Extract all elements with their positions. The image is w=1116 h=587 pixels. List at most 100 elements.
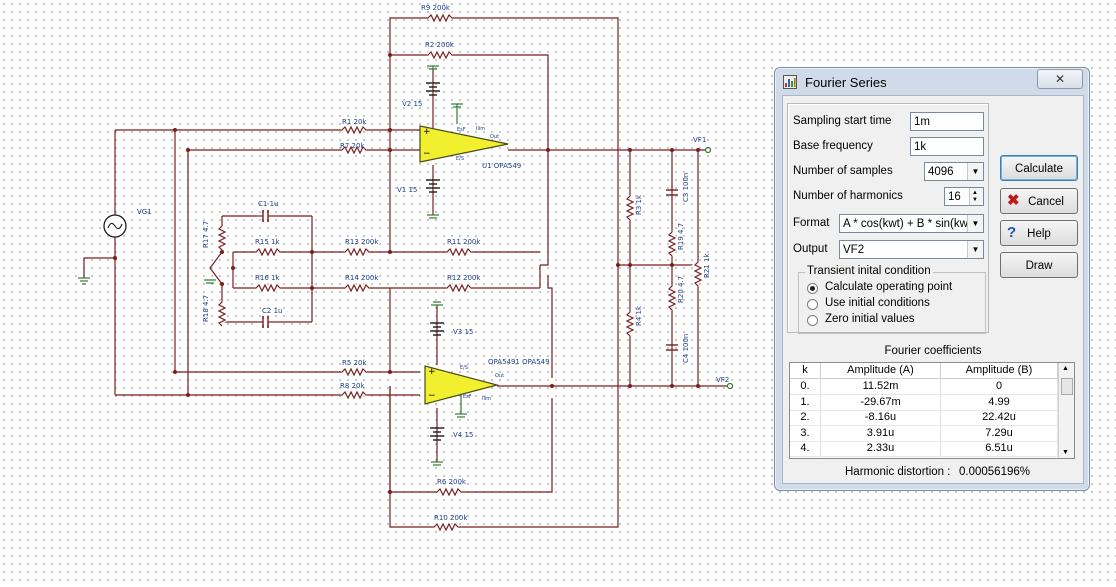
resistor[interactable] xyxy=(625,311,635,337)
cell-amplitude-a: 2.33u xyxy=(821,441,941,458)
label-r14: R14 200k xyxy=(345,274,379,282)
resistor[interactable] xyxy=(341,145,367,155)
resistor[interactable] xyxy=(433,522,459,532)
help-question-icon: ? xyxy=(1007,224,1017,241)
resistor[interactable] xyxy=(446,283,472,293)
radio-label-use-initial-conditions[interactable]: Use initial conditions xyxy=(825,297,930,309)
cell-amplitude-a: 3.91u xyxy=(821,425,941,442)
sampling-start-input[interactable]: 1m xyxy=(910,112,984,131)
format-label: Format xyxy=(793,217,830,229)
scroll-down-icon[interactable]: ▼ xyxy=(1062,449,1069,456)
output-value: VF2 xyxy=(843,244,865,256)
draw-button[interactable]: Draw xyxy=(1000,252,1078,278)
resistor[interactable] xyxy=(625,195,635,221)
label-r20: R20 4.7 xyxy=(677,276,685,303)
opamp-u2[interactable]: + − xyxy=(424,365,500,405)
label-v1: V1 15 xyxy=(397,186,417,194)
column-header-amplitude-a[interactable]: Amplitude (A) xyxy=(821,363,941,379)
label-r15: R15 1k xyxy=(255,238,280,246)
radio-zero-initial-values[interactable] xyxy=(807,315,818,326)
resistor[interactable] xyxy=(255,247,281,257)
number-of-harmonics-spinner[interactable]: 16 ▲ ▼ xyxy=(944,187,984,206)
close-button[interactable]: ✕ xyxy=(1037,69,1083,89)
fourier-app-icon xyxy=(783,75,797,89)
label-v4: V4 15 xyxy=(453,431,473,439)
base-frequency-input[interactable]: 1k xyxy=(910,137,984,156)
resistor[interactable] xyxy=(667,231,677,257)
radio-use-initial-conditions[interactable] xyxy=(807,299,818,310)
resistor[interactable] xyxy=(341,367,367,377)
help-button[interactable]: ? Help xyxy=(1000,220,1078,246)
label-r5: R5 20k xyxy=(342,359,367,367)
cell-amplitude-b: 7.29u xyxy=(941,425,1058,442)
resistor[interactable] xyxy=(341,390,367,400)
dialog-titlebar[interactable]: Fourier Series ✕ xyxy=(775,68,1089,94)
resistor[interactable] xyxy=(436,487,462,497)
output-select[interactable]: VF2 ▼ xyxy=(839,240,984,259)
radio-label-zero-initial-values[interactable]: Zero initial values xyxy=(825,313,915,325)
label-r9: R9 200k xyxy=(421,4,451,12)
resistor[interactable] xyxy=(693,261,703,287)
label-r3: R3 1k xyxy=(635,194,643,215)
label-vg1: VG1 xyxy=(137,208,152,216)
number-of-samples-select[interactable]: 4096 ▼ xyxy=(924,162,984,181)
label-r17: R17 4.7 xyxy=(202,221,210,248)
resistor[interactable] xyxy=(344,247,370,257)
cell-k: 2. xyxy=(790,410,821,427)
label-r1: R1 20k xyxy=(342,118,367,126)
scrollbar-thumb[interactable] xyxy=(1061,378,1073,395)
svg-text:−: − xyxy=(423,149,431,159)
spin-up-icon[interactable]: ▲ xyxy=(972,190,978,196)
number-of-samples-label: Number of samples xyxy=(793,165,893,177)
label-c4: C4 100n xyxy=(682,334,690,363)
resistor[interactable] xyxy=(217,301,227,327)
format-value: A * cos(kwt) + B * sin(kwt) xyxy=(843,218,975,230)
resistor[interactable] xyxy=(446,247,472,257)
resistor[interactable] xyxy=(255,283,281,293)
table-scrollbar[interactable]: ▲ ▼ xyxy=(1058,363,1074,458)
radio-calculate-operating-point[interactable] xyxy=(807,283,818,294)
schematic-canvas[interactable]: + − + − R9 200k R2 200k V2 15 R1 20k R7 … xyxy=(0,0,770,587)
label-r16: R16 1k xyxy=(255,274,280,282)
label-r19: R19 4.7 xyxy=(677,223,685,250)
chevron-down-icon: ▼ xyxy=(967,241,983,258)
spinner-arrows[interactable]: ▲ ▼ xyxy=(969,188,983,205)
label-u2: OPA5491 OPA549 xyxy=(488,358,550,366)
column-header-amplitude-b[interactable]: Amplitude (B) xyxy=(941,363,1058,379)
resistor[interactable] xyxy=(217,225,227,251)
label-r10: R10 200k xyxy=(434,514,468,522)
resistor[interactable] xyxy=(667,285,677,311)
calculate-button[interactable]: Calculate xyxy=(1000,155,1078,181)
cell-amplitude-b: 6.51u xyxy=(941,441,1058,458)
spin-down-icon[interactable]: ▼ xyxy=(972,197,978,203)
label-r4: R4 1k xyxy=(635,305,643,326)
pin-out-u1: Out xyxy=(490,134,499,140)
cancel-button[interactable]: ✖ Cancel xyxy=(1000,188,1078,214)
radio-label-calculate-operating-point[interactable]: Calculate operating point xyxy=(825,281,953,293)
pin-out-u2: Out xyxy=(495,373,504,379)
label-r6: R6 200k xyxy=(437,478,467,486)
opamp-u1[interactable]: + − xyxy=(419,125,509,163)
label-v3: V3 15 xyxy=(453,328,473,336)
cell-amplitude-b: 22.42u xyxy=(941,410,1058,427)
resistor[interactable] xyxy=(427,50,453,60)
scroll-up-icon[interactable]: ▲ xyxy=(1062,365,1069,372)
format-select[interactable]: A * cos(kwt) + B * sin(kwt) ▼ xyxy=(839,214,984,233)
cell-amplitude-b: 4.99 xyxy=(941,394,1058,411)
column-header-k[interactable]: k xyxy=(790,363,821,379)
calculate-button-label: Calculate xyxy=(1015,163,1063,175)
pin-es-u2: E/S xyxy=(460,365,468,371)
label-r7: R7 20k xyxy=(340,142,365,150)
label-vf1: VF1 xyxy=(693,136,706,144)
transient-condition-group: Transient inital condition Calculate ope… xyxy=(798,265,986,334)
resistor[interactable] xyxy=(427,13,453,23)
label-u1: U1 OPA549 xyxy=(482,162,521,170)
resistor[interactable] xyxy=(341,125,367,135)
label-r21: R21 1k xyxy=(703,253,711,278)
harmonic-distortion-value: 0.00056196% xyxy=(959,466,1030,478)
resistor[interactable] xyxy=(344,283,370,293)
svg-text:+: + xyxy=(428,367,436,377)
label-r8: R8 20k xyxy=(340,382,365,390)
close-icon: ✕ xyxy=(1054,72,1066,86)
